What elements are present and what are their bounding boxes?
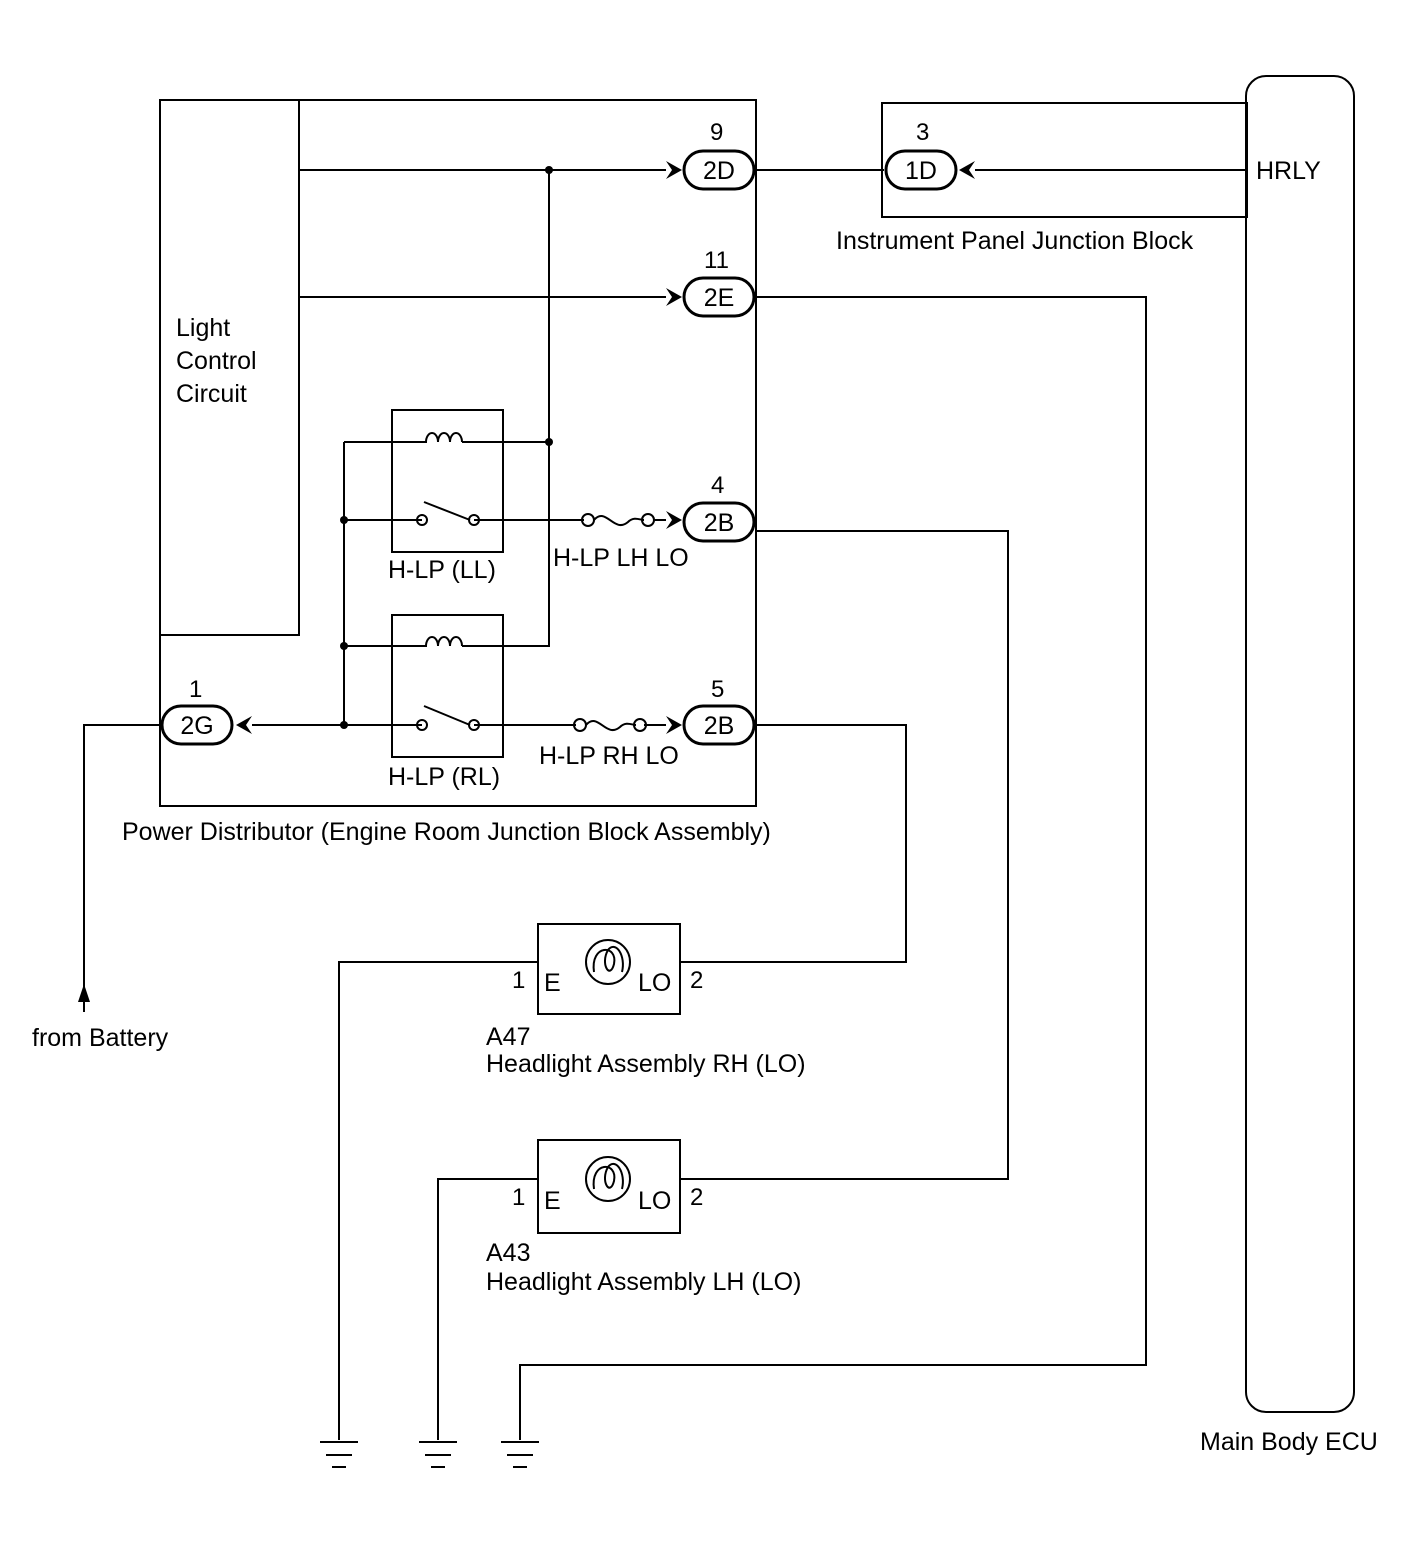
connector-2g: 1 2G — [160, 676, 252, 746]
relay-switch-icon — [423, 501, 471, 521]
connector-2b-pin4: 4 2B — [666, 472, 756, 543]
connector-name: 2E — [704, 284, 735, 312]
bulb-icon — [585, 1156, 631, 1202]
connector-pin-number: 9 — [710, 119, 723, 146]
headlight-pin2: 2 — [690, 967, 703, 994]
relay-coil-icon — [420, 432, 463, 443]
power-distributor-box — [159, 99, 757, 807]
fuse-icon — [593, 515, 645, 526]
headlight-terminal-e: E — [544, 969, 561, 997]
ground-icon — [320, 1441, 358, 1468]
from-battery-label: from Battery — [32, 1024, 169, 1052]
junction-dots — [340, 166, 553, 729]
main-body-ecu-box — [1245, 75, 1355, 1413]
headlight-rh: E LO 1 2 A47 Headlight Assembly RH (LO) — [486, 923, 806, 1078]
connector-arrow-icon — [666, 161, 682, 179]
main-body-ecu-label: Main Body ECU — [1200, 1428, 1378, 1456]
relay-switch-icon — [423, 705, 471, 726]
connector-arrow-icon — [666, 716, 682, 734]
bulb-icon — [585, 939, 631, 985]
light-control-label-2: Control — [176, 347, 257, 375]
connector-pin-number: 5 — [711, 676, 724, 703]
relay-hlp-ll: H-LP (LL) — [388, 409, 504, 584]
headlight-lh: E LO 1 2 A43 Headlight Assembly LH (LO) — [486, 1139, 801, 1296]
fuse-icon — [585, 720, 637, 731]
connector-arrow-icon — [236, 716, 252, 734]
connector-name: 1D — [905, 157, 937, 185]
power-distributor-label: Power Distributor (Engine Room Junction … — [122, 818, 771, 846]
headlight-terminal-lo: LO — [638, 1187, 671, 1215]
headlight-name: Headlight Assembly LH (LO) — [486, 1268, 801, 1296]
connector-pin-number: 11 — [704, 247, 729, 274]
connector-pin-number: 3 — [916, 119, 929, 146]
relay-ll-label: H-LP (LL) — [388, 556, 496, 584]
connector-arrow-icon — [959, 161, 975, 179]
relay-coil-icon — [420, 636, 463, 647]
headlight-pin1: 1 — [512, 967, 525, 994]
ip-junction-block-label: Instrument Panel Junction Block — [836, 227, 1194, 255]
headlight-name: Headlight Assembly RH (LO) — [486, 1050, 806, 1078]
hrly-terminal-label: HRLY — [1256, 157, 1321, 185]
connector-arrow-icon — [666, 288, 682, 306]
ground-icon — [501, 1441, 539, 1468]
relay-rl-label: H-LP (RL) — [388, 763, 500, 791]
headlight-terminal-e: E — [544, 1187, 561, 1215]
connector-1d: 3 1D — [884, 119, 975, 191]
connector-arrow-icon — [666, 511, 682, 529]
light-control-label-1: Light — [176, 314, 230, 342]
fuse-rh-label: H-LP RH LO — [539, 742, 679, 770]
connector-name: 2B — [704, 712, 735, 740]
headlight-code: A43 — [486, 1239, 530, 1267]
light-control-label-3: Circuit — [176, 380, 247, 408]
connector-name: 2G — [180, 712, 213, 740]
headlight-code: A47 — [486, 1023, 530, 1051]
light-control-circuit-box — [159, 99, 300, 636]
fuse-lh-label: H-LP LH LO — [553, 544, 689, 572]
connector-pin-number: 4 — [711, 472, 724, 499]
connector-name: 2B — [704, 509, 735, 537]
ground-icon — [419, 1441, 457, 1468]
connector-pin-number: 1 — [189, 676, 202, 703]
relay-hlp-rl: H-LP (RL) — [388, 614, 504, 791]
headlight-pin1: 1 — [512, 1184, 525, 1211]
connector-2e: 11 2E — [666, 247, 756, 318]
fuse-hlp-lh-lo: H-LP LH LO — [553, 513, 689, 572]
connector-2d: 9 2D — [666, 119, 756, 191]
fuse-hlp-rh-lo: H-LP RH LO — [539, 718, 679, 770]
connector-name: 2D — [703, 157, 735, 185]
headlight-pin2: 2 — [690, 1184, 703, 1211]
headlight-terminal-lo: LO — [638, 969, 671, 997]
wires — [83, 169, 1246, 1440]
arrow-up-icon — [78, 984, 90, 1002]
connector-2b-pin5: 5 2B — [666, 676, 756, 746]
